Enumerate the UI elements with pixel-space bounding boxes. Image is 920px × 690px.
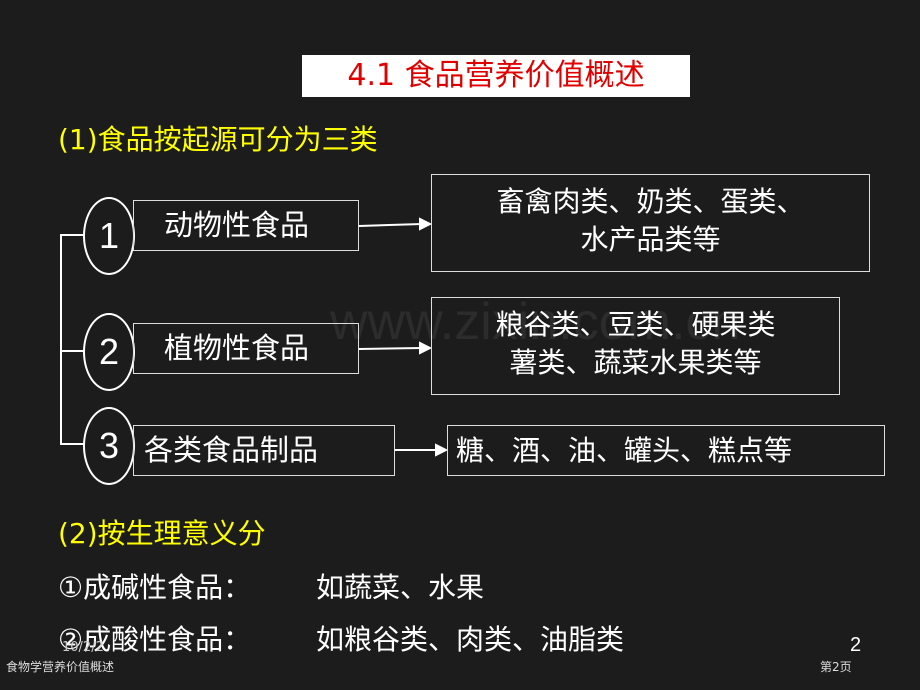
section-heading-1: (1)食品按起源可分为三类	[58, 123, 378, 156]
footer-page-label: 第2页	[820, 660, 852, 674]
watermark: www.zixin.com.cn	[330, 293, 741, 351]
examples-box-1: 畜禽肉类、奶类、蛋类、 水产品类等	[431, 174, 870, 272]
footer-date: 10/2/2	[62, 640, 104, 655]
bracket-line	[60, 350, 84, 352]
section-heading-2: (2)按生理意义分	[58, 517, 266, 550]
slide-title: 4.1 食品营养价值概述	[302, 55, 690, 97]
number-circle-2: 2	[83, 313, 135, 391]
number-circle-3: 3	[83, 407, 135, 485]
bracket-line	[60, 234, 62, 444]
examples-line: 水产品类等	[580, 223, 721, 256]
bracket-line	[60, 443, 84, 445]
examples-line: 畜禽肉类、奶类、蛋类、	[496, 185, 805, 218]
item-label-1: ①成碱性食品：	[58, 571, 252, 604]
item-value-1: 如蔬菜、水果	[316, 571, 485, 604]
category-box-3: 各类食品制品	[133, 425, 395, 476]
examples-line: 粮谷类、豆类、硬果类	[495, 308, 776, 341]
bracket-line	[60, 234, 84, 236]
item-value-2: 如粮谷类、肉类、油脂类	[316, 623, 625, 656]
examples-line: 薯类、蔬菜水果类等	[509, 346, 762, 379]
slide-number: 2	[850, 634, 862, 656]
category-box-2: 植物性食品	[133, 323, 359, 374]
number-circle-1: 1	[83, 197, 135, 275]
examples-line: 糖、酒、油、罐头、糕点等	[456, 434, 793, 467]
examples-box-2: 粮谷类、豆类、硬果类 薯类、蔬菜水果类等	[431, 297, 840, 395]
footer-doc-title: 食物学营养价值概述	[6, 660, 115, 674]
item-label-2: ②成酸性食品：	[58, 623, 252, 656]
examples-box-3: 糖、酒、油、罐头、糕点等	[447, 425, 885, 476]
category-box-1: 动物性食品	[133, 200, 359, 251]
